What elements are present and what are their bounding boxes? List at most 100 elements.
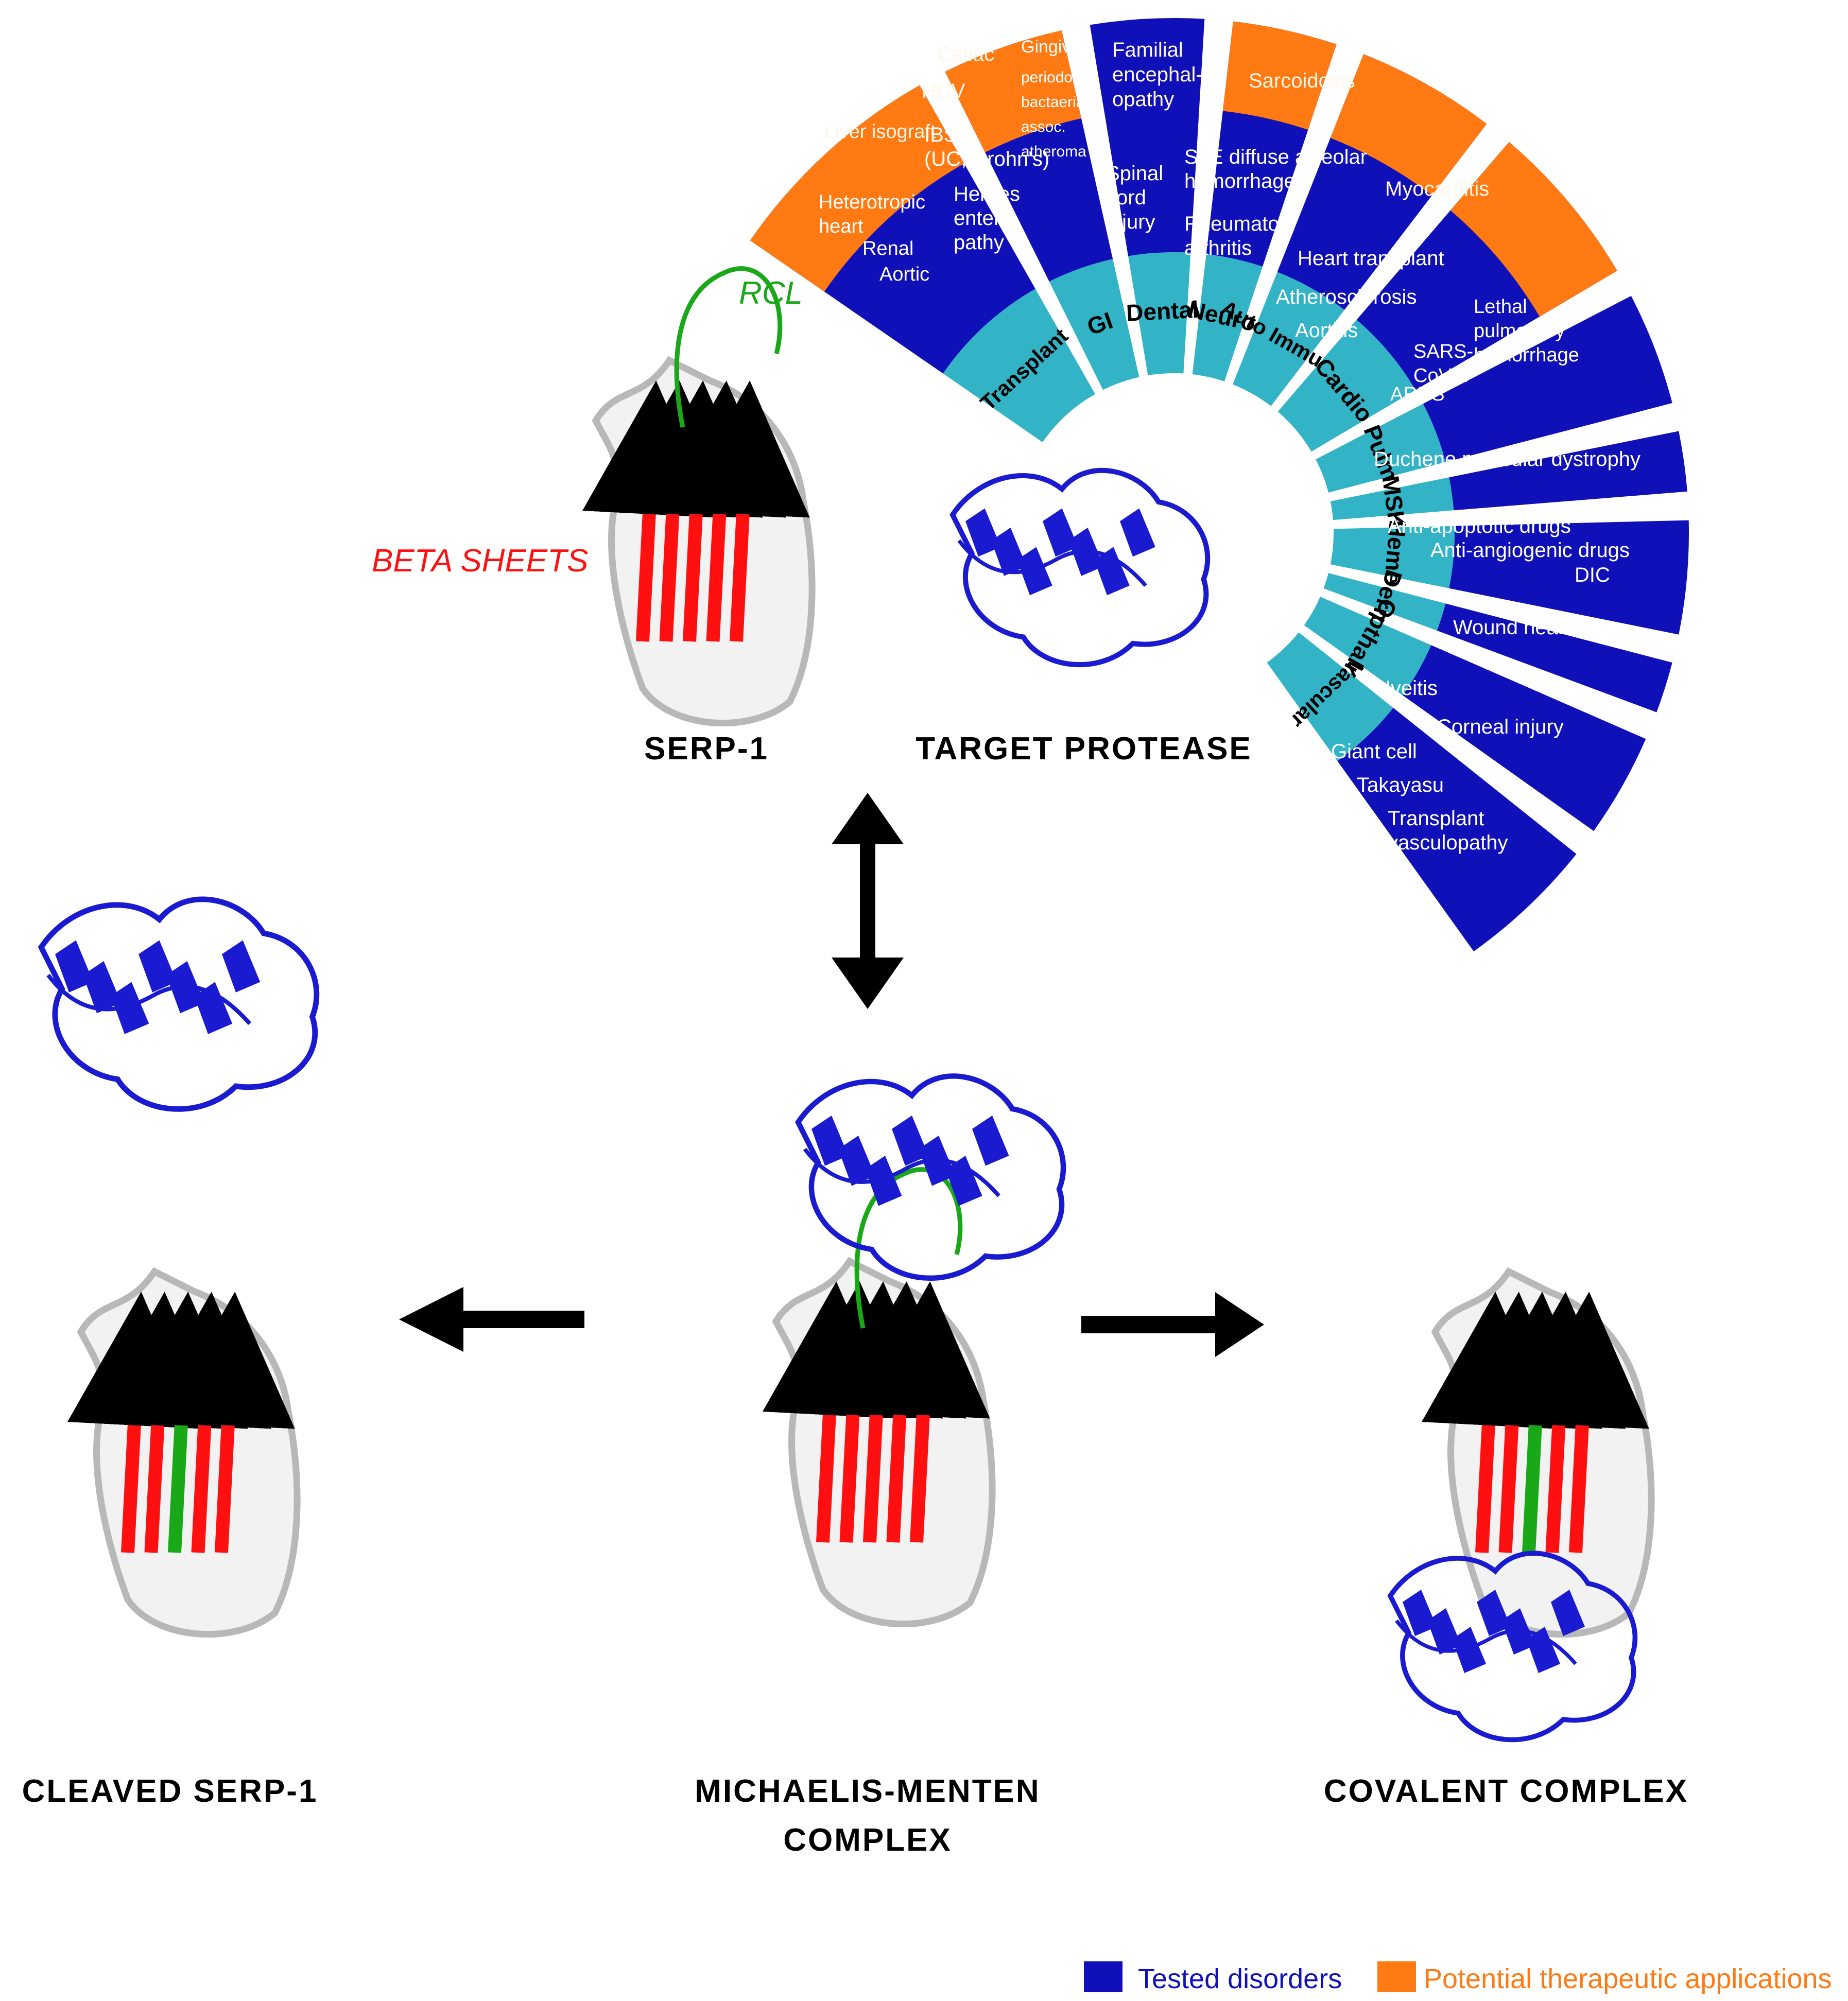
protease-sheet <box>945 1156 982 1206</box>
legend: Tested disorders Potential therapeutic a… <box>1084 1961 1832 1994</box>
serp1-title: SERP-1 <box>644 731 769 767</box>
category-ring-segment <box>1316 404 1446 493</box>
protease-sheet <box>1452 1627 1486 1673</box>
beta-sheets-label: BETA SHEETS <box>372 543 588 579</box>
legend-tested-swatch <box>1084 1961 1122 1992</box>
protease-sheet <box>55 940 94 993</box>
potential-disorder-text: Myocarditis <box>1385 178 1489 200</box>
fan-sector-msk: MSK <box>1330 431 1687 530</box>
protease-sheet <box>811 1116 849 1166</box>
potential-disorder-text: opathy <box>1112 88 1174 111</box>
protease-sheet <box>1477 1590 1511 1636</box>
michaelis-menten-complex-structure <box>762 1073 1066 1628</box>
protease-sheet <box>1120 508 1155 557</box>
category-ring-segment <box>1277 320 1416 452</box>
protease-sheet <box>1526 1627 1560 1673</box>
potential-disorder-text: encephal- <box>1112 63 1203 86</box>
beta-strand <box>1515 1292 1649 1553</box>
cleaved-serp1-title: CLEAVED SERP-1 <box>22 1773 318 1809</box>
tested-disorder-text: SARS- <box>1413 341 1473 362</box>
fan-sector-dental: Dental <box>1090 18 1205 376</box>
protease-backbone <box>949 467 1211 668</box>
protease-sheet <box>1043 508 1078 557</box>
potential-segment <box>945 30 1082 153</box>
potential-disorder-text: HCV <box>922 80 965 102</box>
serp1-structure <box>582 266 816 727</box>
tested-disorder-text: Aortitis <box>1295 319 1358 342</box>
tested-disorder-text: Spinal <box>1106 162 1163 185</box>
potential-segment <box>750 85 964 292</box>
tested-disorder-text: DIC <box>1575 564 1610 586</box>
tested-disorder-text: Giant cell <box>1331 740 1417 763</box>
tested-disorder-text: Atherosclerosis <box>1276 286 1417 308</box>
tested-segment <box>1423 295 1672 462</box>
tested-disorder-text: pulmonary <box>1474 320 1565 342</box>
legend-tested-label: Tested disorders <box>1138 1963 1342 1994</box>
category-label: Dental <box>1126 296 1199 326</box>
tested-segment <box>1090 18 1205 256</box>
tested-disorder-text: Anti-apoptotic drugs <box>1388 515 1571 537</box>
released-protease-structure <box>38 896 320 1112</box>
protease-backbone <box>38 896 320 1112</box>
category-ring-segment <box>1233 272 1345 406</box>
tested-disorder-text: Rheumatoid <box>1184 213 1296 235</box>
tested-disorder-text: Corneal injury <box>1437 716 1564 738</box>
reactive-center-loop <box>854 1167 963 1329</box>
fan-sector-heme: Heme <box>1330 519 1689 635</box>
protease-sheet <box>865 1156 902 1206</box>
fan-sector-vascular: Vascular <box>1267 632 1577 952</box>
legend-potential-swatch <box>1377 1961 1416 1992</box>
tested-disorder-text: Wound healing <box>1453 616 1590 639</box>
fan-sector-transplant: Transplant <box>750 85 1095 442</box>
arrow-right-to-covalent <box>1081 1292 1264 1357</box>
serpin-scaffold <box>1431 1267 1655 1638</box>
reactive-center-loop <box>674 266 783 428</box>
protease-sheet <box>139 940 177 993</box>
covalent-complex-structure <box>1387 1267 1655 1743</box>
potential-disorder-text: Familial <box>1112 39 1183 61</box>
cleaved-serp1-structure <box>67 1267 301 1638</box>
tested-disorder-text: periodontal <box>1021 69 1097 86</box>
tested-disorder-text: Uveitis <box>1376 677 1438 700</box>
protease-sheet <box>222 940 261 993</box>
category-ring-segment <box>1267 632 1393 761</box>
serpin-scaffold <box>77 1267 301 1638</box>
protease-sheet <box>1551 1590 1585 1636</box>
protease-loop <box>1395 1619 1577 1665</box>
category-ring-segment <box>1323 573 1446 631</box>
tested-disorder-text: Herpes <box>954 183 1020 205</box>
category-ring-segment <box>1049 259 1139 390</box>
tested-disorder-text: entero- <box>954 207 1019 230</box>
equilibrium-double-arrow <box>832 793 904 1009</box>
beta-strand <box>676 380 810 642</box>
serpin-scaffold <box>772 1257 996 1628</box>
tested-disorder-text: assoc. <box>1021 118 1066 135</box>
tested-disorder-text: heart <box>819 216 863 237</box>
covalent-complex-title: COVALENT COMPLEX <box>1324 1773 1688 1809</box>
protease-backbone <box>795 1073 1066 1281</box>
mm-complex-title-line2: COMPLEX <box>783 1822 952 1858</box>
potential-segment <box>1330 54 1487 196</box>
protease-sheet <box>1094 547 1130 596</box>
potential-disorder-text: Celiac <box>937 43 994 65</box>
fan-sector-neuro: Neuro <box>1186 21 1337 381</box>
tested-disorder-text: Heart transplant <box>1298 247 1444 270</box>
protease-sheet <box>194 982 233 1034</box>
tested-disorder-text: SLE diffuse alveolar <box>1184 146 1367 168</box>
tested-disorder-text: bactaeria <box>1021 94 1085 111</box>
tested-disorder-text: pathy <box>954 231 1004 254</box>
serpin-scaffold <box>592 356 816 727</box>
tested-disorder-text: ARDS <box>1390 384 1445 405</box>
tested-segment <box>1449 431 1687 511</box>
fan-hub <box>1014 373 1334 692</box>
tested-segment <box>1437 603 1672 712</box>
tested-disorder-text: Duchene muscular dystrophy <box>1374 448 1640 471</box>
protease-sheet <box>1427 1608 1461 1655</box>
protease-sheet <box>838 1136 875 1186</box>
protease-sheet <box>1403 1590 1437 1636</box>
category-ring-segment <box>1330 477 1454 520</box>
tested-segment <box>1403 645 1646 831</box>
protease-backbone <box>1387 1551 1638 1743</box>
fan-sector-pulm: Pulm <box>1316 295 1672 493</box>
tested-disorder-text: Heterotropic <box>819 192 925 213</box>
